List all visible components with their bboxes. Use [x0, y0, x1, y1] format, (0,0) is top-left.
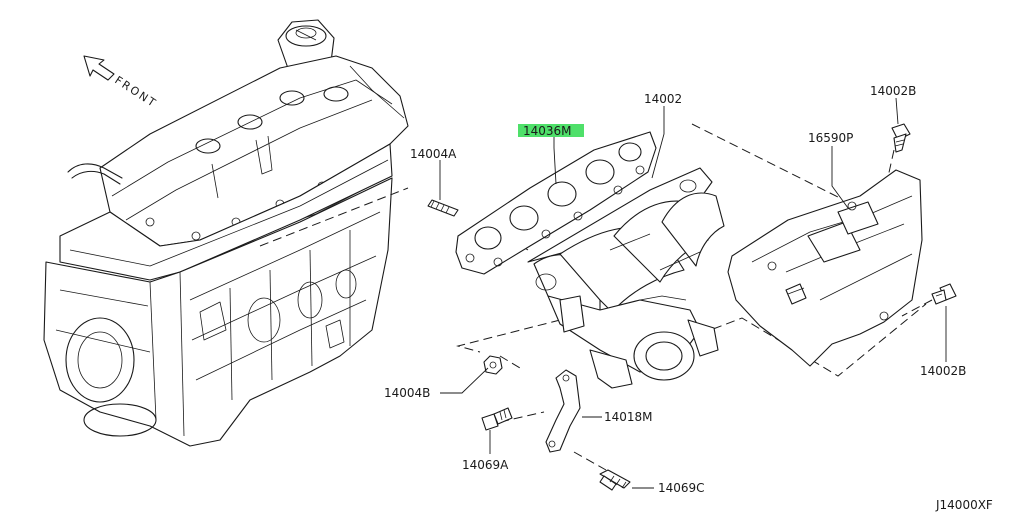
drawing-number: J14000XF — [935, 498, 993, 512]
part-label-14036m[interactable]: 14036M — [523, 124, 572, 138]
leader-lines — [439, 97, 947, 489]
front-label: FRONT — [112, 74, 159, 111]
bolt-14002b-right — [931, 283, 957, 305]
engine-block-illustration — [43, 19, 409, 447]
part-label-14002b-right[interactable]: 14002B — [920, 364, 966, 378]
part-label-14004b[interactable]: 14004B — [384, 386, 430, 400]
stud-14069c — [599, 469, 631, 491]
nut-14004b — [483, 355, 503, 375]
stud-14004a — [427, 199, 459, 217]
part-label-14069a[interactable]: 14069A — [462, 458, 509, 472]
part-label-14002b-top[interactable]: 14002B — [870, 84, 916, 98]
exhaust-gasket-illustration — [455, 131, 657, 275]
part-label-14004a[interactable]: 14004A — [410, 147, 457, 161]
bolt-14069a — [481, 407, 513, 431]
part-label-14018m[interactable]: 14018M — [604, 410, 653, 424]
front-arrow-icon — [83, 55, 115, 81]
highlight-box — [518, 124, 584, 137]
part-label-14069c[interactable]: 14069C — [658, 481, 705, 495]
bracket-14018m — [545, 369, 581, 453]
bolt-14002b-top — [891, 123, 911, 153]
heat-insulator-illustration — [727, 169, 923, 367]
part-label-14002[interactable]: 14002 — [644, 92, 682, 106]
exhaust-manifold-illustration — [527, 167, 725, 389]
part-label-16590p[interactable]: 16590P — [808, 131, 853, 145]
